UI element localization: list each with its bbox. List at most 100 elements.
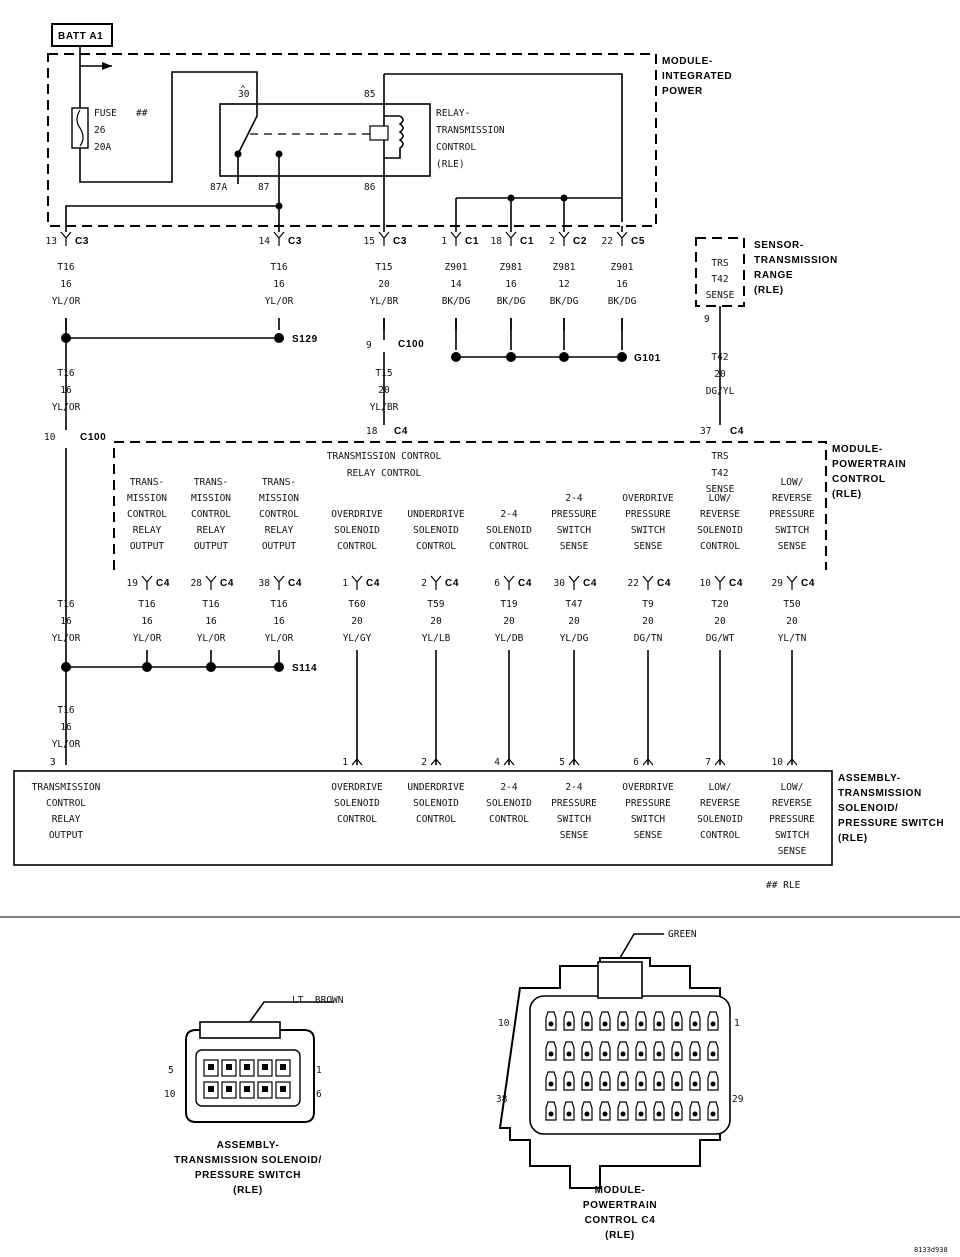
svg-text:SOLENOID: SOLENOID xyxy=(413,525,459,536)
svg-text:TRANS-: TRANS- xyxy=(194,477,228,488)
svg-text:1: 1 xyxy=(342,578,348,589)
svg-text:UNDERDRIVE: UNDERDRIVE xyxy=(407,509,464,520)
svg-text:C4: C4 xyxy=(220,578,234,589)
svg-text:YL/OR: YL/OR xyxy=(265,296,294,307)
svg-text:C4: C4 xyxy=(156,578,170,589)
svg-text:BK/DG: BK/DG xyxy=(550,296,579,307)
svg-text:C4: C4 xyxy=(801,578,815,589)
svg-text:RANGE: RANGE xyxy=(754,270,793,281)
svg-text:20: 20 xyxy=(568,616,580,627)
svg-text:SOLENOID/: SOLENOID/ xyxy=(838,803,898,814)
svg-text:26: 26 xyxy=(94,125,106,136)
svg-text:T20: T20 xyxy=(711,599,728,610)
svg-text:C4: C4 xyxy=(445,578,459,589)
svg-text:OUTPUT: OUTPUT xyxy=(130,541,165,552)
svg-text:CONTROL: CONTROL xyxy=(416,814,456,825)
svg-text:YL/OR: YL/OR xyxy=(133,633,162,644)
svg-text:YL/DG: YL/DG xyxy=(560,633,589,644)
svg-text:INTEGRATED: INTEGRATED xyxy=(662,71,732,82)
svg-text:Z901: Z901 xyxy=(445,262,468,273)
connector-c100-b: C100 xyxy=(80,432,106,443)
assembly-relay-output: TRANSMISSION CONTROL RELAY OUTPUT xyxy=(32,782,101,841)
svg-text:87A: 87A xyxy=(210,182,227,193)
svg-text:SOLENOID: SOLENOID xyxy=(697,525,743,536)
svg-text:C4: C4 xyxy=(518,578,532,589)
svg-text:38: 38 xyxy=(496,1094,508,1105)
svg-text:TRANSMISSION CONTROL: TRANSMISSION CONTROL xyxy=(327,451,442,462)
svg-text:C4: C4 xyxy=(657,578,671,589)
svg-text:1: 1 xyxy=(316,1065,322,1076)
svg-text:30: 30 xyxy=(554,578,566,589)
svg-text:2-4: 2-4 xyxy=(565,493,582,504)
svg-text:9: 9 xyxy=(366,340,372,351)
svg-text:16: 16 xyxy=(273,279,285,290)
svg-text:C5: C5 xyxy=(631,236,645,247)
svg-text:CONTROL: CONTROL xyxy=(337,814,377,825)
svg-text:SENSE: SENSE xyxy=(634,830,663,841)
svg-text:SENSE: SENSE xyxy=(706,290,735,301)
svg-text:REVERSE: REVERSE xyxy=(772,493,812,504)
svg-text:20: 20 xyxy=(503,616,515,627)
svg-text:86: 86 xyxy=(364,182,376,193)
svg-text:BK/DG: BK/DG xyxy=(442,296,471,307)
svg-text:SOLENOID: SOLENOID xyxy=(486,798,532,809)
splice-s129: S129 xyxy=(292,334,318,345)
svg-text:CONTROL: CONTROL xyxy=(489,541,529,552)
svg-text:DG/YL: DG/YL xyxy=(706,386,735,397)
svg-text:6: 6 xyxy=(316,1089,322,1100)
svg-text:16: 16 xyxy=(205,616,217,627)
svg-text:DG/WT: DG/WT xyxy=(706,633,735,644)
svg-text:1: 1 xyxy=(441,236,447,247)
svg-text:CONTROL: CONTROL xyxy=(436,142,476,153)
svg-text:20: 20 xyxy=(714,616,726,627)
svg-text:LOW/: LOW/ xyxy=(781,477,804,488)
svg-text:30: 30 xyxy=(238,89,250,100)
svg-text:MISSION: MISSION xyxy=(191,493,231,504)
svg-text:15: 15 xyxy=(364,236,375,247)
svg-text:2-4: 2-4 xyxy=(500,782,517,793)
svg-text:T50: T50 xyxy=(783,599,800,610)
svg-text:16: 16 xyxy=(505,279,517,290)
svg-text:(RLE): (RLE) xyxy=(838,833,868,844)
svg-text:T16: T16 xyxy=(57,368,74,379)
assembly-outline xyxy=(13,770,833,866)
connector-c100-a: C100 xyxy=(398,339,424,350)
svg-text:(RLE): (RLE) xyxy=(754,285,784,296)
svg-text:87: 87 xyxy=(258,182,269,193)
svg-text:MODULE-: MODULE- xyxy=(662,56,713,67)
svg-text:16: 16 xyxy=(60,279,72,290)
t15-c100-wire-label: T15 20 YL/BR xyxy=(370,368,399,413)
svg-text:ASSEMBLY-: ASSEMBLY- xyxy=(217,1140,280,1151)
trs-sensor-label: SENSOR- TRANSMISSION RANGE (RLE) xyxy=(754,240,837,296)
svg-text:OVERDRIVE: OVERDRIVE xyxy=(622,493,674,504)
svg-text:DG/TN: DG/TN xyxy=(634,633,663,644)
svg-text:PRESSURE: PRESSURE xyxy=(625,509,671,520)
svg-text:MODULE-: MODULE- xyxy=(595,1185,646,1196)
svg-text:PRESSURE SWITCH: PRESSURE SWITCH xyxy=(838,818,944,829)
svg-text:37: 37 xyxy=(700,426,711,437)
svg-text:CONTROL: CONTROL xyxy=(700,541,740,552)
splice-s114: S114 xyxy=(292,663,317,674)
svg-text:BK/DG: BK/DG xyxy=(497,296,526,307)
svg-text:YL/LB: YL/LB xyxy=(422,633,451,644)
svg-text:TRANSMISSION: TRANSMISSION xyxy=(32,782,101,793)
svg-text:YL/OR: YL/OR xyxy=(52,296,81,307)
svg-text:RELAY CONTROL: RELAY CONTROL xyxy=(347,468,422,479)
svg-text:SWITCH: SWITCH xyxy=(557,525,592,536)
svg-text:CONTROL: CONTROL xyxy=(259,509,299,520)
svg-text:REVERSE: REVERSE xyxy=(700,509,740,520)
svg-text:C4: C4 xyxy=(730,426,744,437)
svg-text:C1: C1 xyxy=(465,236,479,247)
pcm-connector-face: GREEN 10 38 1 29 MODULE- POWERTRAIN CONT… xyxy=(496,929,744,1241)
relay-label: RELAY- TRANSMISSION CONTROL (RLE) xyxy=(436,108,505,170)
svg-text:20: 20 xyxy=(430,616,442,627)
svg-text:T16: T16 xyxy=(270,599,287,610)
